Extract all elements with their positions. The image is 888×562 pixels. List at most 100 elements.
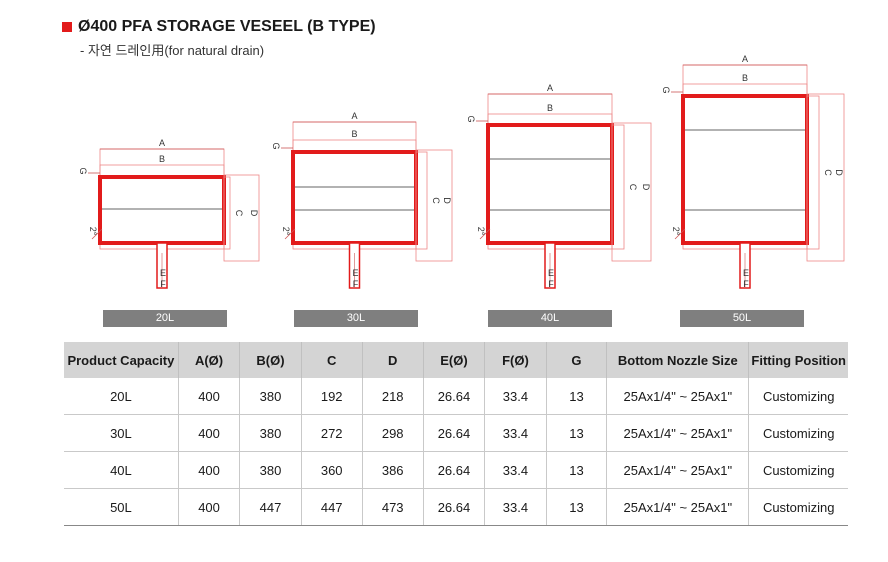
table-cell: 25Ax1/4" ~ 25Ax1"	[606, 451, 750, 489]
dimension-e-label: E	[352, 268, 358, 278]
table-cell: 33.4	[484, 414, 547, 452]
col-header: E(Ø)	[423, 342, 486, 378]
title-text: Ø400 PFA STORAGE VESEEL (B TYPE)	[78, 18, 376, 35]
table-cell: 272	[301, 414, 363, 452]
table-cell: 30L	[64, 414, 179, 452]
title-block: Ø400 PFA STORAGE VESEEL (B TYPE) - 자연 드레…	[62, 18, 376, 59]
table-cell: Customizing	[748, 414, 848, 452]
table-cell: 33.4	[484, 488, 547, 526]
dimension-e-label: E	[548, 268, 554, 278]
dimension-g-label: G	[271, 142, 281, 149]
dimension-d-label: D	[249, 210, 259, 217]
dimension-a-label: A	[159, 138, 165, 148]
table-cell: 360	[301, 451, 363, 489]
dimension-d-label: D	[442, 197, 452, 204]
table-row: 30L 400 380 272 298 26.64 33.4 13 25Ax1/…	[64, 414, 848, 452]
dimension-e-label: E	[743, 268, 749, 278]
table-cell: Customizing	[748, 451, 848, 489]
col-header: A(Ø)	[178, 342, 241, 378]
dimension-b-label: B	[742, 73, 748, 83]
subtitle: - 자연 드레인用(for natural drain)	[80, 43, 265, 58]
col-header: G	[546, 342, 608, 378]
capacity-label-50l: 50L	[680, 310, 804, 327]
table-row: 50L 400 447 447 473 26.64 33.4 13 25Ax1/…	[64, 488, 848, 526]
dimension-c-label: C	[431, 197, 441, 204]
angle-marker	[674, 228, 686, 240]
capacity-label-40l: 40L	[488, 310, 612, 327]
dimension-f-label: F	[743, 279, 749, 289]
angle-marker	[91, 228, 103, 240]
table-cell: 447	[239, 488, 302, 526]
vessel-body	[486, 123, 614, 245]
table-cell: 25Ax1/4" ~ 25Ax1"	[606, 378, 750, 415]
table-cell: 13	[546, 378, 608, 415]
capacity-label-30l: 30L	[294, 310, 418, 327]
table-cell: 26.64	[423, 414, 486, 452]
table-cell: 26.64	[423, 488, 486, 526]
square-bullet-icon	[62, 22, 72, 32]
table-cell: 400	[178, 414, 241, 452]
table-cell: 20L	[64, 378, 179, 415]
dimension-b-label: B	[159, 154, 165, 164]
vessel-body	[291, 150, 418, 245]
dimension-d-label: D	[834, 169, 844, 176]
table-cell: 13	[546, 488, 608, 526]
col-header: B(Ø)	[239, 342, 302, 378]
dimension-b-label: B	[351, 129, 357, 139]
table-cell: 218	[362, 378, 424, 415]
dimension-c-label: C	[823, 169, 833, 176]
dimension-c-label: C	[628, 184, 638, 191]
table-row: 40L 400 380 360 386 26.64 33.4 13 25Ax1/…	[64, 451, 848, 489]
dimension-g-label: G	[466, 115, 476, 122]
table-header-row: Product Capacity A(Ø) B(Ø) C D E(Ø) F(Ø)…	[64, 342, 848, 378]
table-cell: 26.64	[423, 378, 486, 415]
table-cell: Customizing	[748, 488, 848, 526]
page-title: Ø400 PFA STORAGE VESEEL (B TYPE)	[62, 18, 376, 36]
table-cell: 400	[178, 451, 241, 489]
table-cell: 298	[362, 414, 424, 452]
table-cell: 50L	[64, 488, 179, 526]
angle-marker	[479, 228, 491, 240]
table-cell: 13	[546, 414, 608, 452]
dimension-g-label: G	[78, 167, 88, 174]
table-cell: 40L	[64, 451, 179, 489]
table-cell: Customizing	[748, 378, 848, 415]
spec-table: Product Capacity A(Ø) B(Ø) C D E(Ø) F(Ø)…	[64, 342, 848, 526]
col-header: Product Capacity	[64, 342, 179, 378]
table-cell: 33.4	[484, 378, 547, 415]
dimension-f-label: F	[160, 279, 166, 289]
col-header: C	[301, 342, 363, 378]
table-cell: 380	[239, 378, 302, 415]
dimension-d-label: D	[641, 184, 651, 191]
capacity-label-20l: 20L	[103, 310, 227, 327]
col-header: Bottom Nozzle Size	[606, 342, 750, 378]
table-cell: 473	[362, 488, 424, 526]
table-cell: 25Ax1/4" ~ 25Ax1"	[606, 414, 750, 452]
dimension-a-label: A	[547, 83, 553, 93]
dimension-d-box	[806, 93, 845, 262]
table-cell: 380	[239, 451, 302, 489]
vessel-body	[681, 94, 809, 245]
angle-label: 2°	[281, 227, 291, 236]
col-header: F(Ø)	[484, 342, 547, 378]
dimension-d-box	[415, 149, 453, 262]
dimension-e-label: E	[160, 268, 166, 278]
angle-label: 2°	[88, 227, 98, 236]
table-cell: 386	[362, 451, 424, 489]
dimension-a-label: A	[742, 54, 748, 64]
dimension-c-label: C	[234, 210, 244, 217]
dimension-a-label: A	[351, 111, 357, 121]
dimension-d-box	[611, 122, 652, 262]
table-cell: 447	[301, 488, 363, 526]
col-header: Fitting Position	[748, 342, 848, 378]
angle-label: 2°	[671, 227, 681, 236]
dimension-d-box	[223, 174, 260, 262]
table-cell: 25Ax1/4" ~ 25Ax1"	[606, 488, 750, 526]
table-cell: 33.4	[484, 451, 547, 489]
dimension-b-label: B	[547, 103, 553, 113]
table-cell: 400	[178, 488, 241, 526]
